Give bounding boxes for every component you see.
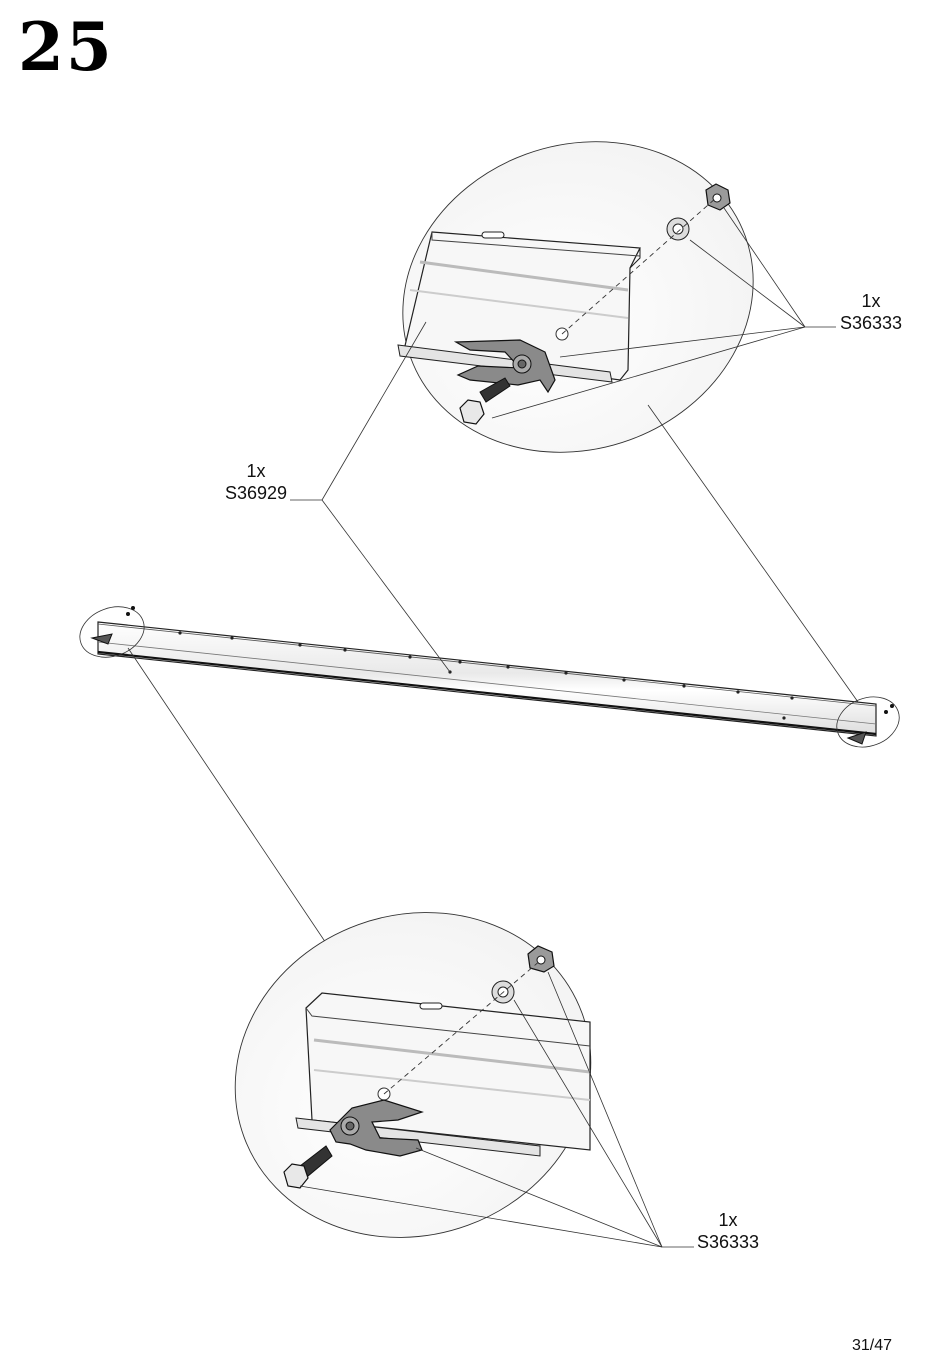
- bottom-zoom-detail: [189, 863, 637, 1287]
- bottom-hardware-qty: 1x: [693, 1209, 763, 1231]
- rail-callout: 1x S36929: [220, 460, 292, 504]
- page-number: 31/47: [852, 1337, 892, 1355]
- top-hardware-callout: 1x S36333: [836, 290, 906, 334]
- rail-code: S36929: [220, 482, 292, 504]
- bottom-hardware-code: S36333: [693, 1231, 763, 1253]
- top-hardware-code: S36333: [836, 312, 906, 334]
- top-zoom-detail: [359, 93, 798, 500]
- main-rail: [98, 622, 876, 736]
- bottom-hardware-callout: 1x S36333: [693, 1209, 763, 1253]
- top-hardware-qty: 1x: [836, 290, 906, 312]
- rail-qty: 1x: [220, 460, 292, 482]
